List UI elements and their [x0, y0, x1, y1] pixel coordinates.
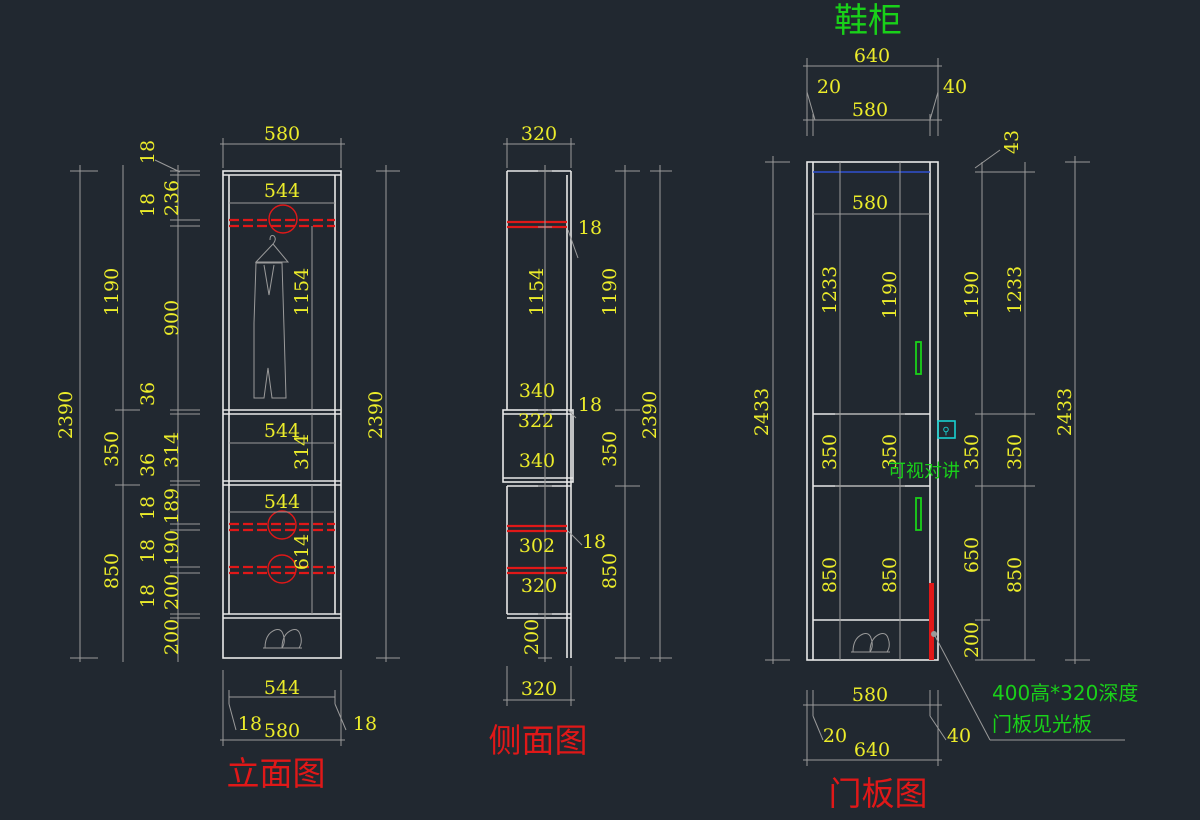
door-dim-inner-width: 580	[852, 99, 888, 121]
front-low-shelf-2-red	[229, 554, 335, 584]
side-dim-low-section: 850	[599, 553, 621, 589]
side-dim-overall: 2390	[639, 391, 661, 439]
door-dim-plinth-right: 200	[961, 622, 983, 658]
door-dim-bottom-inner: 580	[852, 684, 888, 706]
front-dim-bottom-right: 18	[353, 713, 377, 735]
side-dim-shelf-thk: 18	[578, 217, 602, 239]
intercom-note: 可视对讲	[888, 461, 960, 482]
shoes-icon-door	[851, 633, 890, 653]
side-dim-bottom-depth: 320	[521, 678, 557, 700]
side-dim-top-depth: 320	[521, 123, 557, 145]
front-dim-hang-space: 900	[161, 300, 183, 336]
door-panel-view: ⚲ 640 20 40 580	[751, 1, 1138, 813]
front-dim-low-shelf2: 18	[137, 539, 159, 563]
door-dim-low-right1: 650	[961, 537, 983, 573]
front-dim-top-width: 580	[264, 123, 300, 145]
shoes-icon	[263, 629, 302, 649]
door-view-title: 门板图	[829, 774, 928, 813]
door-dim-low-center: 850	[879, 557, 901, 593]
front-dim-low-shelf3: 18	[137, 584, 159, 608]
door-dim-bottom-left: 20	[823, 725, 847, 747]
intercom-icon-glyph: ⚲	[942, 426, 949, 437]
side-dim-mid-depth2: 322	[518, 410, 554, 432]
door-dim-overall-right: 2433	[1054, 388, 1076, 436]
door-dim-up-right1: 1190	[961, 271, 983, 319]
front-elevation: 580 544 544 544 544 580 18 18 2390 1190 …	[55, 123, 400, 793]
glass-panel-red-mark	[929, 583, 934, 660]
door-dim-bottom-total: 640	[854, 739, 890, 761]
front-dimension-lines	[70, 138, 400, 746]
door-dim-top-width: 640	[854, 45, 890, 67]
front-dim-low-gap2: 190	[161, 530, 183, 566]
door-dimension-lines	[765, 58, 1125, 766]
side-dim-mid-depth3: 340	[519, 450, 555, 472]
front-top-shelf-red	[229, 204, 335, 234]
front-dim-bottom-width: 580	[264, 720, 300, 742]
door-handle-upper	[915, 341, 922, 375]
door-dim-overall-left: 2433	[751, 388, 773, 436]
door-dim-top-gap: 43	[1001, 130, 1023, 154]
door-dim-bottom-right: 40	[947, 725, 971, 747]
door-dim-up-right2: 1233	[1004, 266, 1026, 314]
side-dim-low-depth1: 302	[519, 535, 555, 557]
side-dim-upper-height: 1190	[599, 268, 621, 316]
front-dim-mid-shelf: 36	[137, 382, 159, 406]
door-dim-mid-left: 350	[819, 434, 841, 470]
door-dim-right-margin: 40	[943, 76, 967, 98]
side-dim-plinth: 200	[521, 619, 543, 655]
front-dim-mid-section: 350	[101, 431, 123, 467]
glass-panel-note-1: 400高*320深度	[992, 681, 1138, 705]
front-dim-top-gap: 236	[161, 180, 183, 216]
front-dim-mid-width: 544	[264, 420, 300, 442]
door-dim-shelf-width: 580	[852, 192, 888, 214]
door-dim-low-right2: 850	[1004, 557, 1026, 593]
front-dim-hang-height: 1190	[101, 268, 123, 316]
side-view: 320 18 340 18 322 340 18 302 320 320 115…	[489, 123, 672, 760]
door-dim-up-center: 1190	[879, 271, 901, 319]
front-dim-plinth: 200	[161, 619, 183, 655]
coat-hanger-icon	[253, 235, 290, 399]
front-dim-top-panel: 18	[137, 140, 159, 164]
front-dim-top-shelf: 544	[264, 180, 300, 202]
front-dim-overall-right: 2390	[365, 391, 387, 439]
front-dim-low-shelf-thk: 18	[137, 496, 159, 520]
front-dim-bottom-left: 18	[238, 713, 262, 735]
side-view-title: 侧面图	[489, 721, 588, 760]
cabinet-title: 鞋柜	[834, 1, 902, 41]
side-dim-mid-thk: 18	[578, 394, 602, 416]
door-dim-up-left: 1233	[819, 266, 841, 314]
front-dim-low-width: 544	[264, 491, 300, 513]
side-dim-mid-section: 350	[599, 431, 621, 467]
front-dim-mid-shelf2: 36	[137, 453, 159, 477]
side-dim-inner-height: 1154	[526, 268, 548, 316]
front-dim-low-inner: 614	[291, 534, 313, 570]
door-dim-low-left: 850	[819, 557, 841, 593]
side-dimension-lines	[503, 138, 672, 706]
side-dim-low-thk: 18	[582, 531, 606, 553]
front-dim-mid-gap-inner: 314	[291, 434, 313, 470]
front-view-title: 立面图	[227, 754, 326, 793]
side-dim-mid-depth1: 340	[519, 380, 555, 402]
front-low-shelf-1-red	[229, 510, 335, 540]
front-dim-top-shelf-thk: 18	[137, 193, 159, 217]
door-dim-mid-right2: 350	[1004, 434, 1026, 470]
door-handle-lower	[915, 497, 922, 531]
front-dim-low-gap3: 200	[161, 574, 183, 610]
side-dim-low-depth2: 320	[521, 575, 557, 597]
front-dim-hang-inner: 1154	[291, 268, 313, 316]
door-dim-mid-right1: 350	[961, 434, 983, 470]
intercom-icon	[937, 420, 956, 439]
door-dim-left-margin: 20	[817, 76, 841, 98]
front-dim-bottom-inner: 544	[264, 677, 300, 699]
front-dim-low-gap1: 189	[161, 488, 183, 524]
front-dim-low-section: 850	[101, 553, 123, 589]
door-cabinet-outline	[806, 161, 939, 661]
glass-panel-note-2: 门板见光板	[992, 712, 1092, 736]
front-dim-mid-gap: 314	[161, 432, 183, 468]
door-dim-mid-center: 350	[879, 434, 901, 470]
front-dim-overall-left: 2390	[55, 391, 77, 439]
